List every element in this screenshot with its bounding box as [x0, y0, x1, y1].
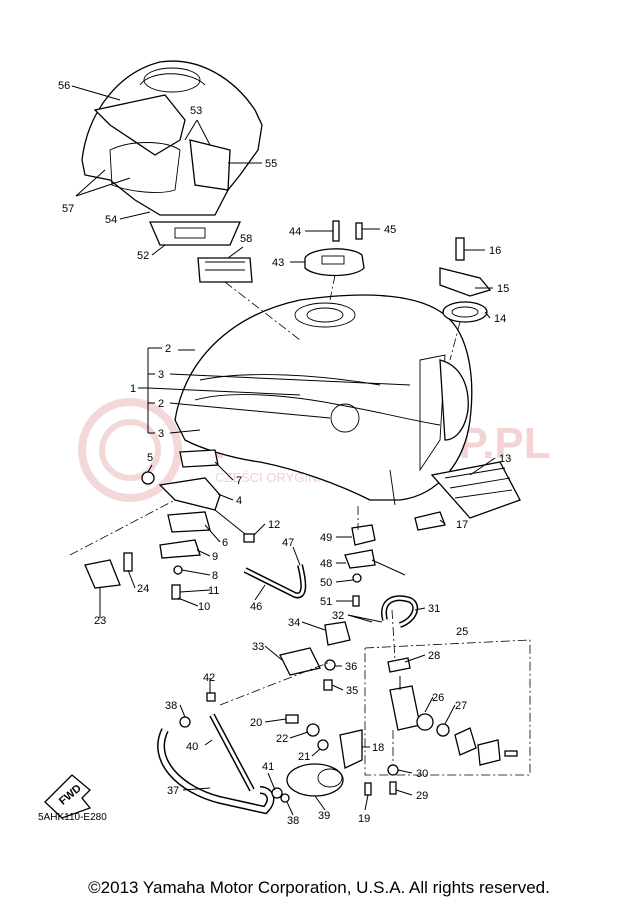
label-58: 58	[240, 233, 252, 245]
fuel-pump-parts	[179, 524, 406, 803]
label-20: 20	[250, 717, 262, 729]
label-34: 34	[288, 617, 300, 629]
label-33: 33	[252, 641, 264, 653]
label-28: 28	[428, 650, 440, 662]
label-41: 41	[262, 761, 274, 773]
callout-labels: 56 53 55 57 54 52 58 44 45 43 16 15 14 2…	[38, 80, 511, 827]
label-54: 54	[105, 214, 117, 226]
label-11: 11	[208, 585, 219, 597]
label-6: 6	[222, 537, 228, 549]
label-44: 44	[289, 226, 301, 238]
label-29: 29	[416, 790, 428, 802]
label-57: 57	[62, 203, 74, 215]
label-40: 40	[186, 741, 198, 753]
label-2b: 2	[158, 398, 164, 410]
mounting-brackets	[84, 449, 255, 600]
leader-lines	[69, 85, 496, 816]
label-5: 5	[147, 452, 153, 464]
label-38b: 38	[287, 815, 299, 827]
label-48: 48	[320, 558, 332, 570]
fwd-arrow: FWD	[44, 774, 92, 819]
right-top-parts	[439, 237, 492, 323]
label-13: 13	[499, 453, 511, 465]
rubber-pad	[414, 461, 521, 531]
label-24: 24	[137, 583, 149, 595]
label-23: 23	[94, 615, 106, 627]
label-27: 27	[455, 700, 467, 712]
label-52: 52	[137, 250, 149, 262]
label-49: 49	[320, 532, 332, 544]
label-35: 35	[346, 685, 358, 697]
label-9: 9	[212, 551, 218, 563]
label-26: 26	[432, 692, 444, 704]
label-51: 51	[320, 596, 332, 608]
label-3b: 3	[158, 428, 164, 440]
hoses	[157, 564, 419, 815]
label-55: 55	[265, 158, 277, 170]
label-3a: 3	[158, 369, 164, 381]
label-32: 32	[332, 610, 344, 622]
label-36: 36	[345, 661, 357, 673]
label-12: 12	[268, 519, 280, 531]
label-53: 53	[190, 105, 202, 117]
label-10: 10	[198, 601, 210, 613]
fuel-cap	[304, 220, 365, 277]
label-8: 8	[212, 570, 218, 582]
label-25: 25	[456, 626, 468, 638]
label-18: 18	[372, 742, 384, 754]
label-14: 14	[494, 313, 506, 325]
diagram-code: 5AHK110-E280	[38, 812, 107, 823]
copyright-notice: ©2013 Yamaha Motor Corporation, U.S.A. A…	[88, 878, 550, 897]
label-17: 17	[456, 519, 468, 531]
label-43: 43	[272, 257, 284, 269]
label-2a: 2	[165, 343, 171, 355]
label-4: 4	[236, 495, 242, 507]
label-15: 15	[497, 283, 509, 295]
label-21: 21	[298, 751, 310, 763]
label-46: 46	[250, 601, 262, 613]
label-50: 50	[320, 577, 332, 589]
label-19: 19	[358, 813, 370, 825]
label-16: 16	[489, 245, 501, 257]
label-22: 22	[276, 733, 288, 745]
label-45: 45	[384, 224, 396, 236]
label-30: 30	[416, 768, 428, 780]
label-47: 47	[282, 537, 294, 549]
label-7: 7	[236, 475, 242, 487]
label-38a: 38	[165, 700, 177, 712]
fuel-cock-assembly	[364, 639, 531, 795]
label-31: 31	[428, 603, 440, 615]
fuel-tank	[174, 294, 473, 506]
label-42: 42	[203, 672, 215, 684]
tank-cover-assembly	[81, 60, 263, 283]
label-1: 1	[130, 383, 136, 395]
label-37: 37	[167, 785, 179, 797]
label-39: 39	[318, 810, 330, 822]
label-56: 56	[58, 80, 70, 92]
